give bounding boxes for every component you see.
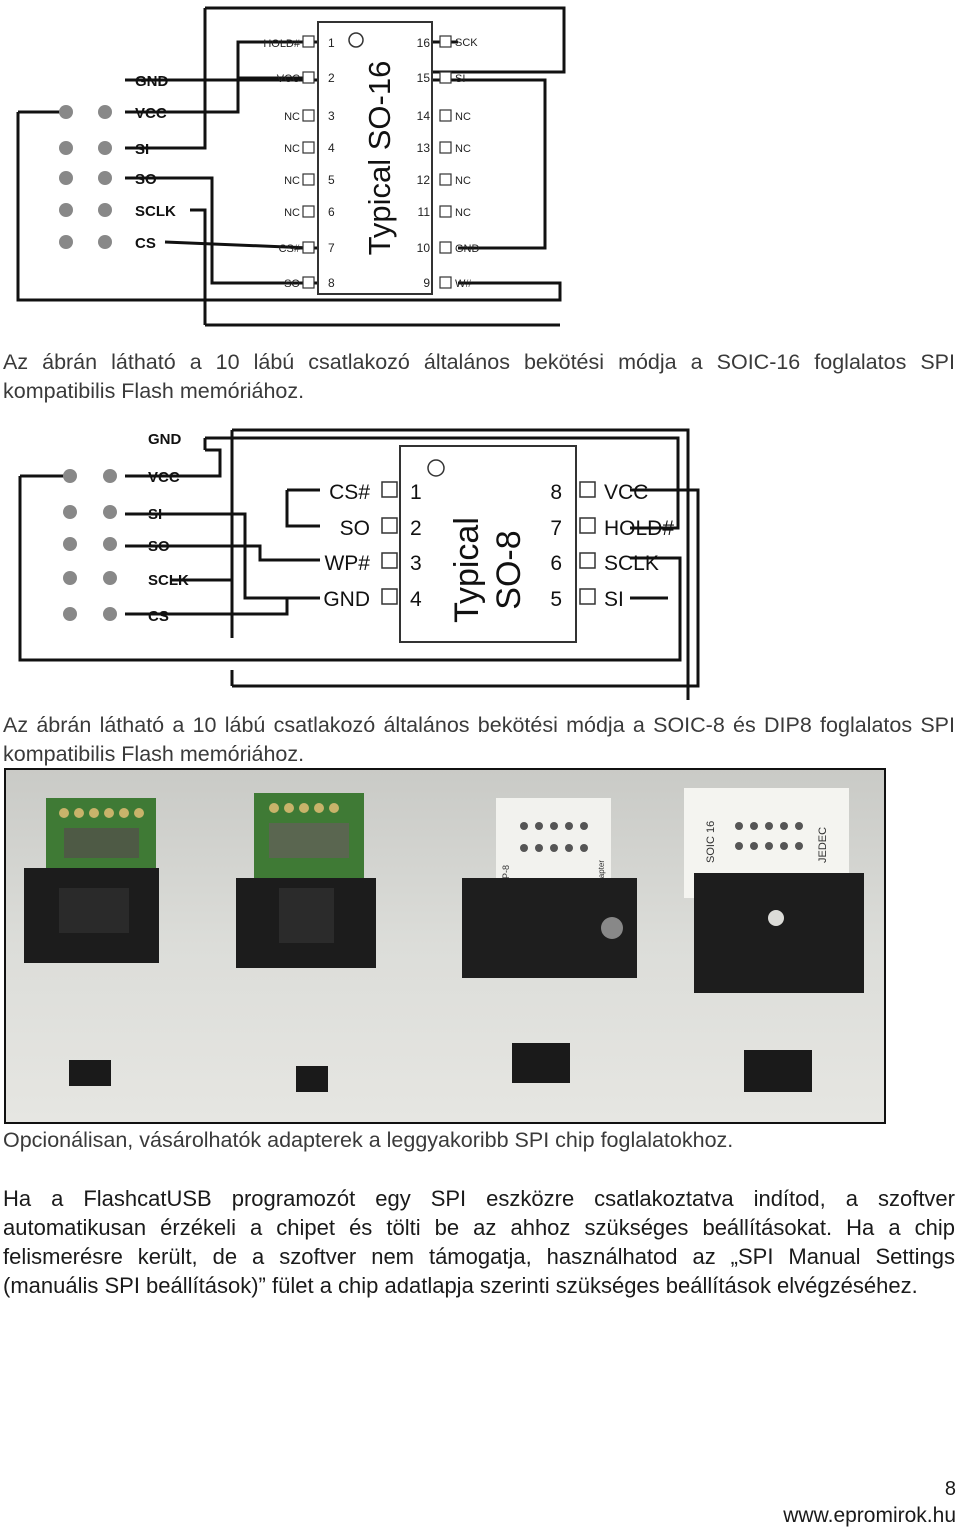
soic16-chip (744, 1050, 812, 1092)
pin-name: NC (284, 111, 300, 123)
header-label-so: SO (148, 538, 170, 555)
pin-name: W# (455, 278, 472, 290)
so8-wiring-diagram: Typical SO-8 GND VCC SI SO SCLK CS CS# S… (18, 428, 700, 700)
pin-number: 12 (417, 173, 431, 187)
pin-number: 5 (328, 173, 335, 187)
caption-adapters: Opcionálisan, vásárolhatók adapterek a l… (3, 1128, 734, 1152)
chip-title-line1: Typical (448, 517, 486, 623)
adapter-label: Adapter (597, 860, 606, 888)
header-label-cs: CS (148, 608, 169, 625)
pin-name: HOLD# (263, 38, 301, 50)
small-soic8-chip (296, 1066, 328, 1092)
pin-name: SI (604, 588, 624, 611)
pin-name: NC (284, 175, 300, 187)
pin-number: 3 (410, 552, 422, 575)
header-label-cs: CS (135, 235, 156, 252)
soic8-adapter-green (24, 798, 159, 963)
header-label-so: SO (135, 171, 157, 188)
pin-name: NC (284, 207, 300, 219)
pin-name: VCC (604, 481, 648, 504)
dip8-chip (512, 1043, 570, 1083)
pin-name: SO (340, 517, 370, 540)
pin-number: 2 (328, 71, 335, 85)
pin-number: 4 (328, 141, 335, 155)
chip-title: Typical SO-16 (362, 61, 397, 256)
jedec-label: JEDEC (817, 827, 829, 863)
pin-number: 8 (550, 481, 562, 504)
header-label-vcc: VCC (135, 105, 167, 122)
pin-name: NC (455, 143, 471, 155)
header-label-sclk: SCLK (148, 572, 189, 589)
footer-url: www.epromirok.hu (783, 1504, 956, 1527)
pin-name: GND (455, 243, 480, 255)
pin-number: 3 (328, 109, 335, 123)
pin-name: NC (455, 111, 471, 123)
header-label-gnd: GND (135, 73, 169, 90)
pin-name: HOLD# (604, 517, 674, 540)
pin-name: SCK (455, 37, 478, 49)
pin-number: 2 (410, 517, 422, 540)
pin-name: GND (323, 588, 370, 611)
body-text: Ha a FlashcatUSB programozót egy SPI esz… (3, 1186, 955, 1298)
soic8-adapter-green-2 (236, 793, 376, 968)
header-label-vcc: VCC (148, 469, 180, 486)
pin-number: 11 (418, 205, 431, 219)
pin-name: WP# (324, 552, 370, 575)
pin-number: 6 (328, 205, 335, 219)
pin-number: 7 (328, 241, 335, 255)
pin-name: VCC (277, 73, 300, 85)
dip8-label: DIP-8 (501, 865, 511, 888)
caption-so8: Az ábrán látható a 10 lábú csatlakozó ál… (3, 713, 955, 766)
pin-name: CS# (279, 243, 301, 255)
pin-number: 4 (410, 588, 422, 611)
body-paragraph: Ha a FlashcatUSB programozót egy SPI esz… (3, 1184, 955, 1300)
pin-name: SI (455, 73, 465, 85)
pin-number: 16 (417, 36, 431, 50)
caption-so16: Az ábrán látható a 10 lábú csatlakozó ál… (3, 350, 955, 403)
header-label-gnd: GND (148, 431, 182, 448)
pin-number: 7 (550, 517, 562, 540)
pin-name: NC (455, 175, 471, 187)
chip-body (317, 21, 433, 295)
pin-number: 1 (328, 36, 335, 50)
pin-number: 10 (417, 241, 431, 255)
page-number: 8 (944, 1478, 956, 1500)
pin-name: NC (284, 143, 300, 155)
dip8-adapter: DIP-8 Adapter (462, 798, 637, 978)
pin-name: SO (284, 278, 300, 290)
chip-body (399, 445, 577, 643)
pin-number: 1 (410, 481, 422, 504)
pin-number: 13 (417, 141, 431, 155)
header-label-sclk: SCLK (135, 203, 176, 220)
pin-number: 8 (328, 276, 335, 290)
chip-title-line2: SO-8 (490, 530, 528, 609)
pin-name: NC (455, 207, 471, 219)
pin-number: 9 (423, 276, 430, 290)
pin-name: SCLK (604, 552, 659, 575)
so16-wiring-diagram: Typical SO-16 GND VCC SI SO SCLK CS HOLD… (16, 6, 566, 327)
adapters-photo: DIP-8 Adapter SOIC 16 JEDEC (4, 768, 886, 1124)
soic16-label: SOIC 16 (705, 821, 717, 863)
pin-name: CS# (329, 481, 370, 504)
pin-number: 6 (550, 552, 562, 575)
pin-number: 14 (417, 109, 431, 123)
soic16-adapter: SOIC 16 JEDEC (684, 788, 864, 993)
pin-number: 15 (417, 71, 431, 85)
header-label-si: SI (135, 141, 149, 158)
soic8-chip (69, 1060, 111, 1086)
pin-number: 5 (550, 588, 562, 611)
header-label-si: SI (148, 506, 162, 523)
